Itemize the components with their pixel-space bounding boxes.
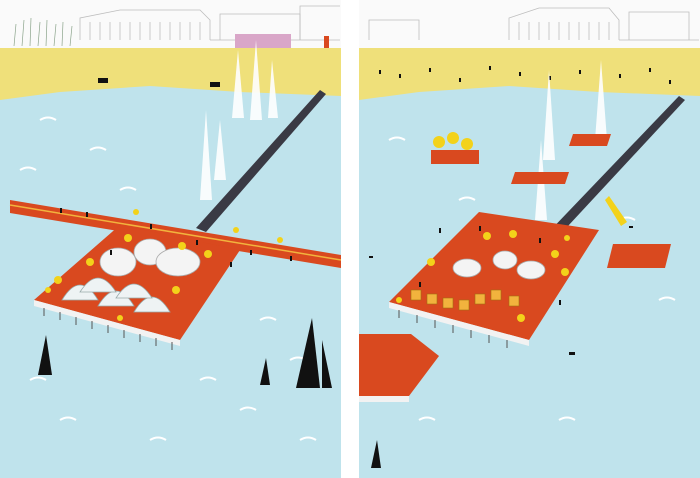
floating-island-bottom	[359, 334, 439, 396]
platform-edge	[389, 302, 529, 346]
left-panel-pier-greenhouses	[0, 0, 341, 478]
cabins	[410, 289, 520, 311]
people	[60, 208, 292, 267]
island-bottom-edge	[359, 396, 409, 402]
island-trees	[433, 132, 473, 150]
trees	[45, 209, 283, 321]
trees	[396, 230, 570, 322]
walkway	[196, 90, 326, 232]
right-panel-pier-islands	[359, 0, 700, 478]
walkway	[545, 96, 685, 240]
beach-crowd	[379, 66, 671, 84]
main-platform	[389, 212, 599, 340]
small-platform-1	[511, 172, 569, 184]
small-platform-2	[569, 134, 611, 146]
platform-piles	[398, 310, 508, 348]
tree-island	[431, 150, 479, 164]
greenhouses	[61, 277, 171, 313]
pool-domes	[99, 238, 201, 277]
beach	[359, 48, 700, 100]
pier-deck-horizontal	[10, 200, 341, 268]
waves	[19, 116, 317, 441]
fountains	[200, 40, 278, 200]
platform-edge	[34, 300, 180, 346]
panel-divider	[341, 0, 359, 478]
sailboat	[371, 440, 381, 468]
right-scene	[359, 0, 700, 478]
pier-edge-line	[9, 204, 341, 261]
platform-piles	[43, 308, 173, 350]
sailboats	[38, 318, 332, 388]
water-slide	[605, 196, 627, 226]
boardwalk-buildings	[359, 0, 700, 48]
pools	[452, 250, 546, 280]
left-scene	[0, 0, 341, 478]
people	[369, 226, 633, 355]
horse-riders	[98, 78, 220, 87]
reeds	[13, 17, 73, 47]
floating-island-right	[607, 244, 671, 268]
